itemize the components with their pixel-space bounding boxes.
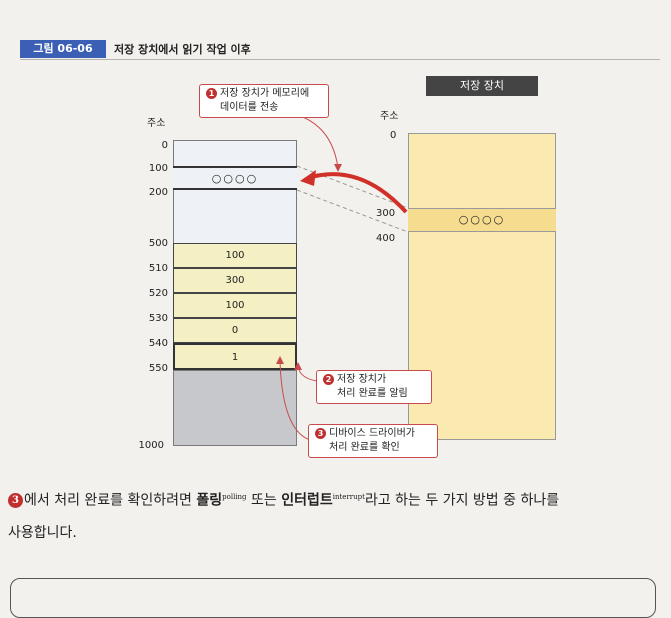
memory-address: 500 — [148, 238, 168, 249]
memory-cell-510: 300 — [173, 268, 297, 293]
callout-number-badge: 3 — [315, 427, 326, 439]
callout-1-line1: 저장 장치가 메모리에 — [220, 88, 310, 99]
memory-cell-540: 1 — [173, 343, 297, 370]
memory-address: 510 — [148, 263, 168, 274]
callout-2-line1: 저장 장치가 — [337, 374, 387, 385]
memory-address: 550 — [148, 363, 168, 374]
storage-address: 0 — [390, 130, 397, 141]
memory-cell-530: 0 — [173, 318, 297, 343]
figure-number: 그림 06-06 — [20, 40, 106, 58]
body-text-line2: 사용합니다. — [8, 525, 77, 541]
callout-1-line2: 데이터를 전송 — [220, 102, 279, 113]
memory-address: 540 — [148, 338, 168, 349]
figure-title: 저장 장치에서 읽기 작업 이후 — [114, 43, 251, 56]
callout-number-badge: 1 — [206, 87, 217, 99]
callout-2-line2: 처리 완료를 알림 — [337, 388, 408, 399]
memory-address: 100 — [148, 163, 168, 174]
term-polling: 폴링 — [196, 492, 223, 509]
memory-address: 530 — [148, 313, 168, 324]
memory-address-header: 주소 — [147, 118, 166, 129]
storage-label: 저장 장치 — [426, 76, 538, 96]
callout-number-badge: 2 — [323, 373, 334, 385]
memory-cell-100: ○○○○ — [173, 166, 297, 190]
term-interrupt-english: interrupt — [332, 493, 365, 501]
memory-cell-520: 100 — [173, 293, 297, 318]
storage-data-cell: ○○○○ — [408, 208, 556, 232]
memory-address: 0 — [161, 140, 168, 151]
figure-rule — [20, 59, 660, 60]
memory-free-region — [173, 370, 297, 446]
storage-address: 300 — [376, 208, 396, 219]
memory-cell-500: 100 — [173, 243, 297, 268]
storage-address: 400 — [376, 233, 396, 244]
storage-address-header: 주소 — [380, 111, 399, 122]
diagram-connectors — [263, 109, 409, 441]
callout-3-line2: 처리 완료를 확인 — [329, 442, 400, 453]
memory-address: 200 — [148, 187, 168, 198]
memory-address: 520 — [148, 288, 168, 299]
body-text-part3: 라고 하는 두 가지 방법 중 하나를 — [364, 492, 560, 509]
body-text-part2: 또는 — [246, 492, 282, 509]
term-polling-english: polling — [222, 493, 247, 501]
next-section-box — [10, 578, 656, 618]
paragraph-number-badge: 3 — [8, 493, 23, 509]
memory-address: 1000 — [138, 440, 164, 451]
callout-3-line1: 디바이스 드라이버가 — [329, 428, 415, 439]
term-interrupt: 인터럽트 — [281, 492, 333, 509]
storage-column — [408, 133, 556, 440]
body-text-part1: 에서 처리 완료를 확인하려면 — [24, 492, 197, 509]
